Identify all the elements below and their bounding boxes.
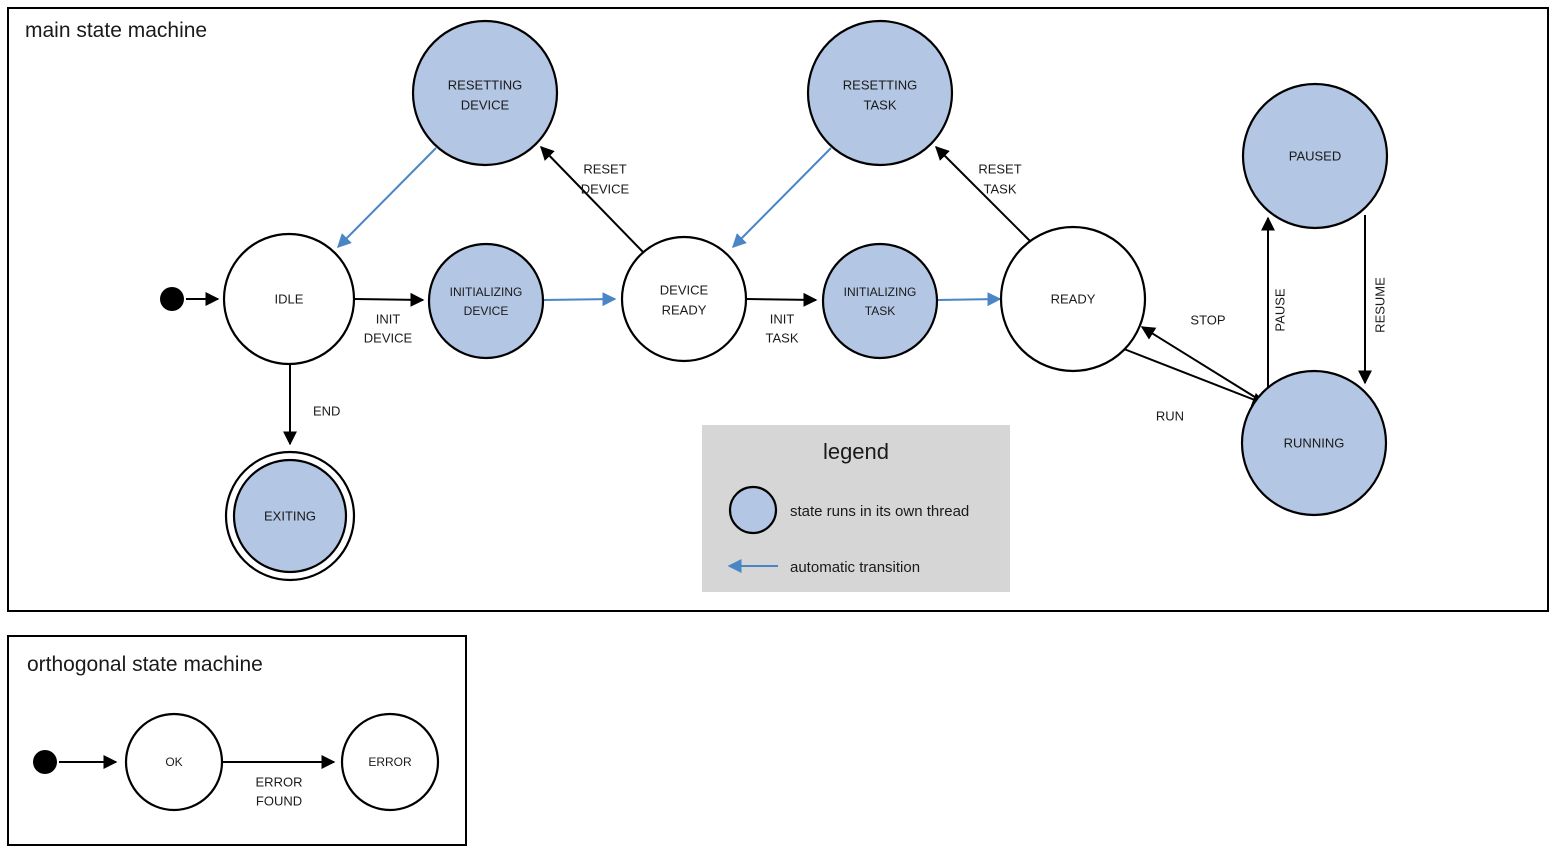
state-device-ready-label-line2: READY bbox=[662, 302, 707, 317]
legend-thread-state-swatch-icon bbox=[728, 485, 778, 535]
orthogonal-state-machine-frame: orthogonal state machine ERROR FOUND OK … bbox=[7, 635, 467, 846]
state-initializing-device-label-line1: INITIALIZING bbox=[450, 285, 523, 299]
transition-running-to-ready[interactable] bbox=[1140, 326, 1259, 400]
state-idle-label: IDLE bbox=[275, 291, 304, 306]
edge-label-reset-task-line1: RESET bbox=[978, 161, 1021, 176]
state-resetting-device-shape[interactable] bbox=[411, 19, 559, 167]
state-running-label: RUNNING bbox=[1284, 435, 1345, 450]
transition-idle-to-initializing-device[interactable] bbox=[353, 292, 425, 307]
state-ok[interactable]: OK bbox=[124, 712, 224, 812]
state-initializing-task-label-line1: INITIALIZING bbox=[844, 285, 917, 299]
state-running-shape[interactable] bbox=[1240, 369, 1388, 517]
state-idle-shape[interactable] bbox=[222, 232, 356, 366]
state-device-ready-label-line1: DEVICE bbox=[660, 282, 709, 297]
state-error-label: ERROR bbox=[368, 755, 412, 769]
transition-resetting-task-to-device-ready[interactable] bbox=[732, 147, 832, 248]
state-paused-shape[interactable] bbox=[1241, 82, 1389, 230]
transition-ready-to-running[interactable] bbox=[1123, 348, 1267, 406]
edge-label-stop: STOP bbox=[1190, 312, 1225, 327]
edge-label-init-task-line1: INIT bbox=[770, 311, 795, 326]
state-initializing-task-shape[interactable] bbox=[821, 242, 939, 360]
state-resetting-device-label-line1: RESETTING bbox=[448, 77, 522, 92]
legend-auto-transition-text: automatic transition bbox=[790, 559, 920, 576]
edge-label-init-device-line1: INIT bbox=[376, 311, 401, 326]
state-ok-shape[interactable] bbox=[124, 712, 224, 812]
edge-label-init-task-line2: TASK bbox=[766, 330, 799, 345]
state-resetting-task-label-line1: RESETTING bbox=[843, 77, 917, 92]
legend-title: legend bbox=[823, 439, 889, 464]
edge-label-error-found-line1: ERROR bbox=[256, 774, 303, 789]
state-exiting[interactable]: EXITING bbox=[224, 450, 356, 582]
state-resetting-device-label-line2: DEVICE bbox=[461, 97, 510, 112]
state-resetting-task-shape[interactable] bbox=[806, 19, 954, 167]
legend-thread-state-text: state runs in its own thread bbox=[790, 503, 969, 520]
state-initializing-device-shape[interactable] bbox=[427, 242, 545, 360]
state-initializing-device-label-line2: DEVICE bbox=[464, 304, 509, 318]
state-idle[interactable]: IDLE bbox=[222, 232, 356, 366]
state-initializing-task-label-line2: TASK bbox=[865, 304, 895, 318]
state-paused-label: PAUSED bbox=[1289, 148, 1342, 163]
transition-initializing-task-to-ready[interactable] bbox=[936, 292, 1002, 307]
state-resetting-device[interactable]: RESETTING DEVICE bbox=[411, 19, 559, 167]
state-initializing-device[interactable]: INITIALIZING DEVICE bbox=[427, 242, 545, 360]
transition-device-ready-to-initializing-task[interactable] bbox=[746, 292, 818, 307]
state-resetting-task-label-line2: TASK bbox=[864, 97, 897, 112]
state-exiting-shape[interactable] bbox=[232, 458, 348, 574]
state-running[interactable]: RUNNING bbox=[1240, 369, 1388, 517]
transition-ready-to-resetting-task[interactable] bbox=[935, 146, 1031, 242]
state-exiting-label: EXITING bbox=[264, 508, 316, 523]
transition-initializing-device-to-device-ready[interactable] bbox=[542, 292, 617, 307]
state-error-shape[interactable] bbox=[340, 712, 440, 812]
state-ready-label: READY bbox=[1051, 291, 1096, 306]
initial-pseudostate-orthogonal[interactable] bbox=[33, 750, 57, 774]
state-device-ready-shape[interactable] bbox=[620, 235, 748, 363]
state-ready[interactable]: READY bbox=[999, 225, 1147, 373]
main-states-layer: RESETTING DEVICE RESETTING TASK PAUSED I… bbox=[160, 19, 1389, 582]
edge-label-error-found-line2: FOUND bbox=[256, 793, 302, 808]
orthogonal-frame-title: orthogonal state machine bbox=[27, 653, 263, 676]
state-device-ready[interactable]: DEVICE READY bbox=[620, 235, 748, 363]
state-ready-shape[interactable] bbox=[999, 225, 1147, 373]
edge-label-run: RUN bbox=[1156, 408, 1184, 423]
state-resetting-task[interactable]: RESETTING TASK bbox=[806, 19, 954, 167]
edge-label-reset-device-line1: RESET bbox=[583, 161, 626, 176]
edge-label-reset-device-line2: DEVICE bbox=[581, 181, 630, 196]
edge-label-resume: RESUME bbox=[1372, 277, 1387, 333]
transition-resetting-device-to-idle[interactable] bbox=[337, 147, 437, 248]
edge-label-end: END bbox=[313, 403, 340, 418]
state-paused[interactable]: PAUSED bbox=[1241, 82, 1389, 230]
transition-device-ready-to-resetting-device[interactable] bbox=[540, 145, 644, 253]
edge-label-pause: PAUSE bbox=[1272, 288, 1287, 331]
state-ok-label: OK bbox=[165, 755, 182, 769]
main-frame-title: main state machine bbox=[25, 19, 207, 42]
state-error[interactable]: ERROR bbox=[340, 712, 440, 812]
edge-label-init-device-line2: DEVICE bbox=[364, 330, 413, 345]
main-transitions-layer: INIT DEVICE RESET DEVICE INIT TASK RESET… bbox=[186, 145, 1387, 446]
legend: legend state runs in its own thread auto… bbox=[702, 425, 1010, 592]
state-initializing-task[interactable]: INITIALIZING TASK bbox=[821, 242, 939, 360]
initial-pseudostate-main[interactable] bbox=[160, 287, 184, 311]
edge-label-reset-task-line2: TASK bbox=[984, 181, 1017, 196]
